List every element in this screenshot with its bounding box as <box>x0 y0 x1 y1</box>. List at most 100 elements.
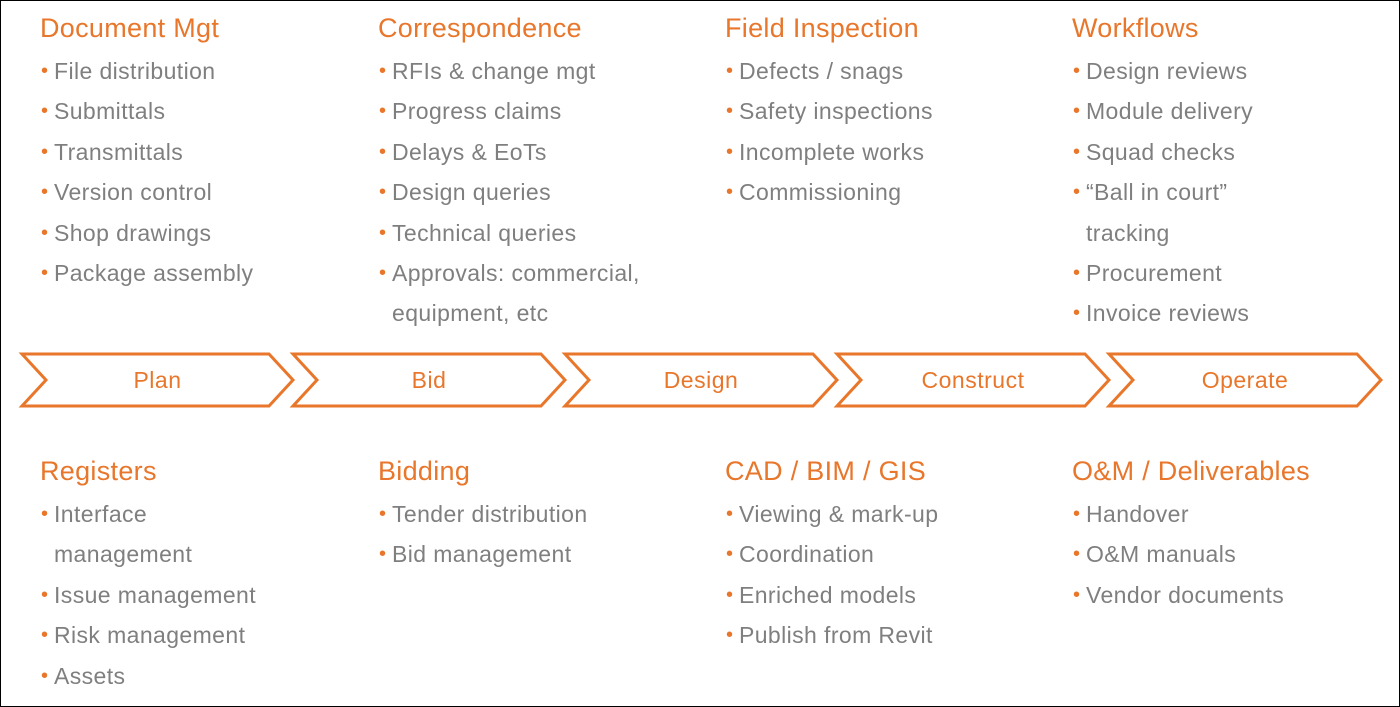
bullet-icon: • <box>41 181 49 204</box>
bullet-icon: • <box>726 140 734 163</box>
group-workflows: Workflows •Design reviews •Module delive… <box>1072 13 1382 334</box>
group-bidding: Bidding •Tender distribution •Bid manage… <box>378 456 698 575</box>
bullet-icon: • <box>41 100 49 123</box>
stage-chevron-construct <box>833 352 1112 408</box>
list-item: •Incomplete works <box>725 132 1045 172</box>
list-item: •Coordination <box>725 534 1045 574</box>
group-title: Workflows <box>1072 13 1199 43</box>
list-item: •Submittals <box>40 91 360 131</box>
bullet-icon: • <box>726 503 734 525</box>
stage-chevron-plan <box>18 352 296 408</box>
list-item: •Viewing & mark-up <box>725 494 1045 534</box>
stage-label-bid: Bid <box>411 367 447 393</box>
list-item: •“Ball in court” tracking <box>1072 172 1277 253</box>
list-item: •Vendor documents <box>1072 575 1392 615</box>
item-list: •Handover •O&M manuals •Vendor documents <box>1072 494 1392 615</box>
list-item: •O&M manuals <box>1072 534 1392 574</box>
bullet-icon: • <box>41 503 49 525</box>
list-item: •Publish from Revit <box>725 615 1045 655</box>
list-item: •Enriched models <box>725 575 1045 615</box>
list-item: •Version control <box>40 172 360 212</box>
bullet-icon: • <box>41 60 49 82</box>
stage-chevron-bid <box>289 352 568 408</box>
bullet-icon: • <box>41 262 49 285</box>
group-title: Document Mgt <box>40 13 220 43</box>
bullet-icon: • <box>379 543 387 566</box>
bullet-icon: • <box>379 100 387 123</box>
bullet-icon: • <box>379 221 387 244</box>
group-registers: Registers •Interface management •Issue m… <box>40 456 360 696</box>
list-item: •Delays & EoTs <box>378 132 678 172</box>
bullet-icon: • <box>1073 503 1081 525</box>
list-item: •Progress claims <box>378 91 678 131</box>
item-list: •Tender distribution •Bid management <box>378 494 698 575</box>
list-item: •Approvals: commercial, equipment, etc <box>378 253 668 334</box>
group-field-inspection: Field Inspection •Defects / snags •Safet… <box>725 13 1045 213</box>
bullet-icon: • <box>379 140 387 163</box>
stage-label-plan: Plan <box>133 367 182 393</box>
bullet-icon: • <box>1073 583 1081 606</box>
group-om-deliverables: O&M / Deliverables •Handover •O&M manual… <box>1072 456 1392 615</box>
group-title: Bidding <box>378 456 471 486</box>
bullet-icon: • <box>41 140 49 163</box>
group-title: Registers <box>40 456 157 486</box>
bullet-icon: • <box>379 60 387 82</box>
list-item: •Design reviews <box>1072 51 1382 91</box>
list-item: •Bid management <box>378 534 698 574</box>
stage-chevron-operate <box>1105 352 1384 408</box>
list-item: •Issue management <box>40 575 360 615</box>
bullet-icon: • <box>1073 100 1081 123</box>
list-item: •Transmittals <box>40 132 360 172</box>
item-list: •RFIs & change mgt •Progress claims •Del… <box>378 51 678 334</box>
stage-chevron-design <box>561 352 840 408</box>
bullet-icon: • <box>726 181 734 204</box>
bullet-icon: • <box>379 181 387 204</box>
list-item: •Commissioning <box>725 172 1045 212</box>
bullet-icon: • <box>379 503 387 525</box>
item-list: •File distribution •Submittals •Transmit… <box>40 51 360 293</box>
list-item: •RFIs & change mgt <box>378 51 678 91</box>
item-list: •Viewing & mark-up •Coordination •Enrich… <box>725 494 1045 656</box>
group-title: Field Inspection <box>725 13 919 43</box>
stage-label-construct: Construct <box>921 367 1025 393</box>
bullet-icon: • <box>726 543 734 566</box>
bullet-icon: • <box>726 100 734 123</box>
bullet-icon: • <box>41 221 49 244</box>
list-item: •Safety inspections <box>725 91 1045 131</box>
bullet-icon: • <box>1073 262 1081 285</box>
list-item: •Shop drawings <box>40 213 360 253</box>
bullet-icon: • <box>1073 140 1081 163</box>
list-item: •File distribution <box>40 51 360 91</box>
bullet-icon: • <box>1073 543 1081 566</box>
stage-label-operate: Operate <box>1201 367 1289 393</box>
group-cad-bim-gis: CAD / BIM / GIS •Viewing & mark-up •Coor… <box>725 456 1045 656</box>
list-item: •Module delivery <box>1072 91 1382 131</box>
group-document-mgt: Document Mgt •File distribution •Submitt… <box>40 13 360 293</box>
group-title: O&M / Deliverables <box>1072 456 1310 486</box>
list-item: •Technical queries <box>378 213 678 253</box>
group-title: CAD / BIM / GIS <box>725 456 927 486</box>
item-list: •Interface management •Issue management … <box>40 494 360 696</box>
list-item: •Risk management <box>40 615 360 655</box>
list-item: •Interface management <box>40 494 215 575</box>
chevron-arrows <box>18 352 1384 408</box>
list-item: •Package assembly <box>40 253 360 293</box>
bullet-icon: • <box>41 664 49 687</box>
bullet-icon: • <box>41 624 49 647</box>
bullet-icon: • <box>1073 60 1081 82</box>
stage-label-design: Design <box>663 367 739 393</box>
lifecycle-timeline: Plan Bid Design Construct Operate <box>1 347 1400 413</box>
list-item: •Handover <box>1072 494 1392 534</box>
bullet-icon: • <box>1073 302 1081 325</box>
list-item: •Defects / snags <box>725 51 1045 91</box>
bullet-icon: • <box>379 262 387 285</box>
list-item: •Design queries <box>378 172 678 212</box>
bullet-icon: • <box>726 583 734 606</box>
bullet-icon: • <box>726 624 734 647</box>
group-correspondence: Correspondence •RFIs & change mgt •Progr… <box>378 13 678 334</box>
bullet-icon: • <box>726 60 734 82</box>
bullet-icon: • <box>1073 181 1081 204</box>
bullet-icon: • <box>41 583 49 606</box>
group-title: Correspondence <box>378 13 582 43</box>
